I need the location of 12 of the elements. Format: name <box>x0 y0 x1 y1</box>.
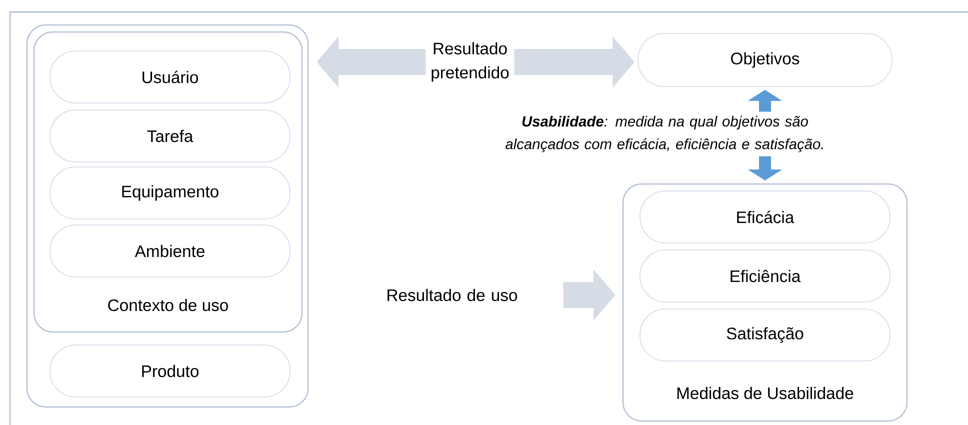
label-text: Resultado de uso <box>388 288 518 302</box>
rounded-box: Eficiência <box>640 250 890 302</box>
rounded-box: Ambiente <box>50 224 290 278</box>
rounded-box: Eficácia <box>640 190 890 244</box>
label-text: Resultado pretendido <box>432 42 509 82</box>
definition-text: Usabilidade: medida na qual objetivos são alcançados com eficácia, eficiência e satisfação. <box>506 116 823 152</box>
rounded-box: Equipamento <box>50 166 290 220</box>
rounded-box: Tarefa <box>50 110 290 162</box>
rounded-box: Satisfação <box>640 308 890 362</box>
rounded-box: Objetivos <box>638 33 892 87</box>
rounded-box: Produto <box>50 344 290 398</box>
rounded-box: Usuário <box>50 50 290 104</box>
